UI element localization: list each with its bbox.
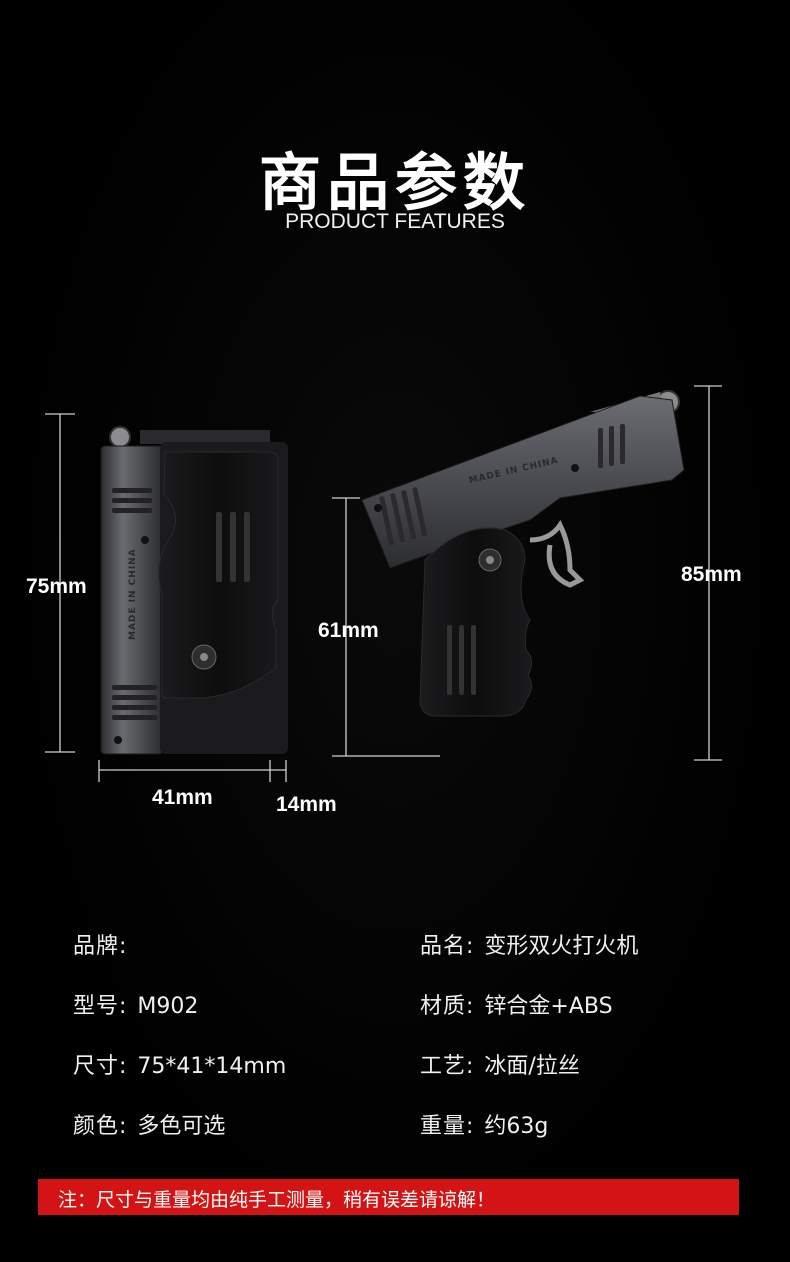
spec-craft-label: 工艺:: [420, 1054, 475, 1079]
spec-weight-label: 重量:: [420, 1114, 475, 1139]
spec-color-value: 多色可选: [137, 1114, 226, 1139]
spec-craft-value: 冰面/拉丝: [484, 1054, 580, 1079]
spec-name: 品名: 变形双火打火机: [420, 928, 638, 960]
page-title: 商品参数: [258, 146, 531, 219]
spec-brand: 品牌:: [73, 928, 137, 960]
dim-height-gun-grip: 61mm: [318, 619, 379, 642]
dimension-lines: [45, 385, 722, 782]
spec-color-label: 颜色:: [73, 1114, 128, 1139]
spec-size-label: 尺寸:: [73, 1054, 128, 1079]
spec-brand-label: 品牌:: [73, 934, 128, 959]
spec-model-label: 型号:: [73, 994, 128, 1019]
spec-material-value: 锌合金+ABS: [484, 994, 613, 1019]
spec-size-value: 75*41*14mm: [137, 1054, 287, 1079]
spec-material: 材质: 锌合金+ABS: [420, 988, 613, 1020]
spec-material-label: 材质:: [420, 994, 475, 1019]
spec-model-value: M902: [137, 994, 199, 1019]
spec-model: 型号: M902: [73, 988, 198, 1020]
measurement-note: 注：尺寸与重量均由纯手工测量，稍有误差请谅解！: [58, 1189, 496, 1211]
dim-width-front: 41mm: [152, 786, 213, 809]
spec-weight: 重量: 约63g: [420, 1108, 548, 1140]
dim-height-gun-total: 85mm: [681, 563, 742, 586]
lighter-front-view: [100, 426, 288, 755]
engraving-front: MADE IN CHINA: [128, 548, 138, 640]
page-subtitle: PRODUCT FEATURES: [285, 210, 505, 233]
spec-name-label: 品名:: [420, 934, 475, 959]
spec-color: 颜色: 多色可选: [73, 1108, 225, 1140]
lighter-gun-view: [361, 390, 685, 717]
spec-name-value: 变形双火打火机: [484, 934, 639, 959]
spec-craft: 工艺: 冰面/拉丝: [420, 1048, 580, 1080]
spec-size: 尺寸: 75*41*14mm: [73, 1048, 286, 1080]
spec-weight-value: 约63g: [484, 1114, 549, 1139]
dim-depth: 14mm: [276, 793, 337, 816]
dim-height-front: 75mm: [26, 575, 87, 598]
note-bar: [38, 1179, 739, 1215]
